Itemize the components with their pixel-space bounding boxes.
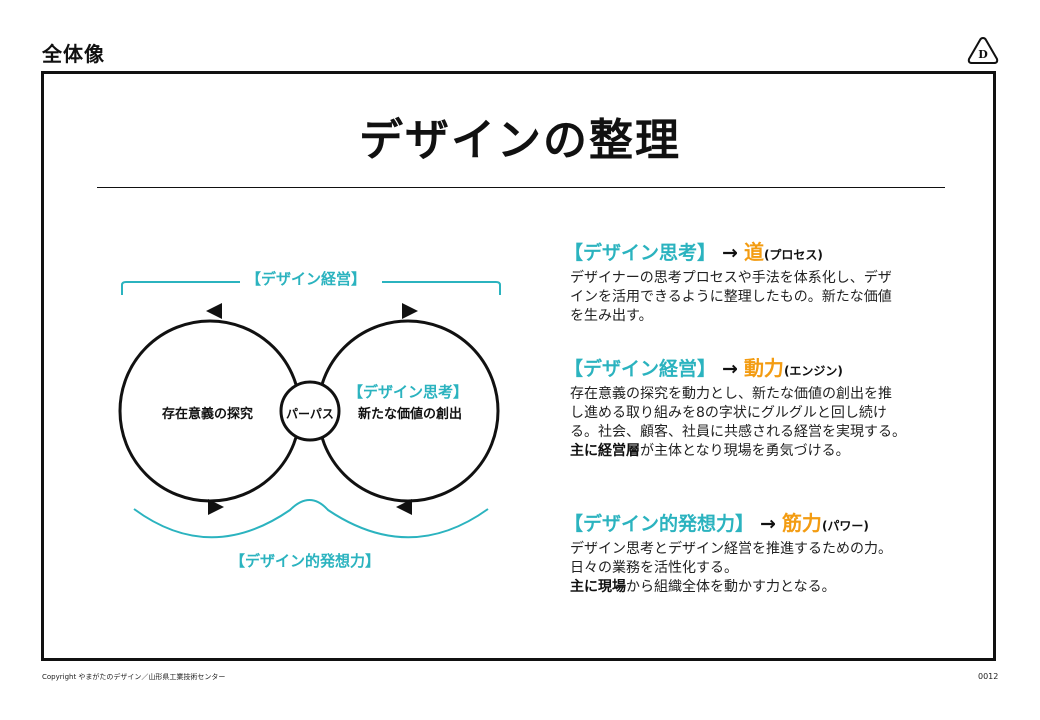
arrow-left-top	[206, 303, 222, 319]
logo-letter: D	[978, 48, 988, 61]
block-paren: (パワー)	[821, 519, 869, 533]
line-rest: から組織全体を動かす力となる。	[626, 579, 836, 595]
arrow-right-bottom	[396, 499, 412, 515]
right-circle-label-2: 新たな価値の創出	[358, 407, 463, 422]
bold-prefix: 主に経営層	[570, 443, 640, 459]
block-paren: (プロセス)	[763, 248, 823, 262]
block-body: デザイナーの思考プロセスや手法を体系化し、デザ インを活用できるように整理したも…	[570, 269, 964, 326]
right-circle-label-1: 【デザイン思考】	[348, 383, 469, 401]
block-design-management: 【デザイン経営】→動力(エンジン) 存在意義の探究を動力とし、新たな価値の創出を…	[564, 356, 964, 461]
block-heading: 【デザイン経営】→動力(エンジン)	[564, 356, 964, 383]
block-keyword: 動力	[743, 356, 784, 380]
section-title: 全体像	[42, 42, 105, 66]
body-line: インを活用できるように整理したもの。新たな価値	[570, 289, 892, 305]
arrow-icon: →	[722, 242, 738, 264]
body-line: し進める取り組みを8の字状にグルグルと回し続け	[570, 405, 887, 421]
body-line: る。社会、顧客、社員に共感される経営を実現する。	[570, 424, 906, 440]
body-line: 主に経営層が主体となり現場を勇気づける。	[570, 442, 964, 461]
page-number: 0012	[978, 672, 999, 681]
purpose-label: パーパス	[286, 407, 334, 421]
body-line: デザイン思考とデザイン経営を推進するための力。	[570, 541, 892, 557]
block-body: 存在意義の探究を動力とし、新たな価値の創出を推 し進める取り組みを8の字状にグル…	[570, 385, 964, 461]
bottom-curve	[133, 499, 489, 539]
top-bracket-right	[382, 281, 501, 295]
block-design-ideation: 【デザイン的発想力】→筋力(パワー) デザイン思考とデザイン経営を推進するための…	[564, 511, 964, 597]
arrow-left-bottom	[208, 499, 224, 515]
body-line: を生み出す。	[570, 308, 653, 324]
block-paren: (エンジン)	[783, 364, 843, 378]
block-body: デザイン思考とデザイン経営を推進するための力。 日々の業務を活性化する。 主に現…	[570, 540, 964, 597]
block-keyword: 筋力	[781, 511, 822, 535]
body-line: 主に現場から組織全体を動かす力となる。	[570, 578, 964, 597]
block-heading: 【デザイン思考】→道(プロセス)	[564, 240, 964, 267]
line-rest: が主体となり現場を勇気づける。	[640, 443, 850, 459]
arrow-icon: →	[760, 513, 776, 535]
body-line: デザイナーの思考プロセスや手法を体系化し、デザ	[570, 270, 892, 286]
content-frame	[41, 71, 996, 661]
purpose-circle	[279, 380, 341, 442]
arrow-right-top	[402, 303, 418, 319]
footer-copyright: Copyright やまがたのデザイン／山形県工業技術センター	[42, 673, 226, 681]
block-heading: 【デザイン的発想力】→筋力(パワー)	[564, 511, 964, 538]
logo-icon: D	[966, 36, 1000, 66]
diagram-bottom-label: 【デザイン的発想力】	[230, 552, 381, 570]
bold-prefix: 主に現場	[570, 579, 626, 595]
body-line: 日々の業務を活性化する。	[570, 560, 738, 576]
block-bracket-label: 【デザイン思考】	[564, 242, 717, 264]
block-design-thinking: 【デザイン思考】→道(プロセス) デザイナーの思考プロセスや手法を体系化し、デザ…	[564, 240, 964, 326]
slide-title: デザインの整理	[359, 115, 681, 166]
left-circle-label: 存在意義の探究	[162, 407, 254, 422]
title-divider	[97, 187, 945, 188]
body-line: 存在意義の探究を動力とし、新たな価値の創出を推	[570, 386, 892, 402]
block-bracket-label: 【デザイン経営】	[564, 358, 717, 380]
block-bracket-label: 【デザイン的発想力】	[564, 513, 755, 535]
diagram-top-label: 【デザイン経営】	[246, 270, 367, 288]
figure-eight-diagram: 【デザイン経営】 存在意義の探究 パーパス 【デザイン思考】 新たな価値の創出 …	[100, 255, 520, 585]
arrow-icon: →	[722, 358, 738, 380]
top-bracket	[121, 281, 240, 295]
block-keyword: 道	[743, 240, 764, 264]
